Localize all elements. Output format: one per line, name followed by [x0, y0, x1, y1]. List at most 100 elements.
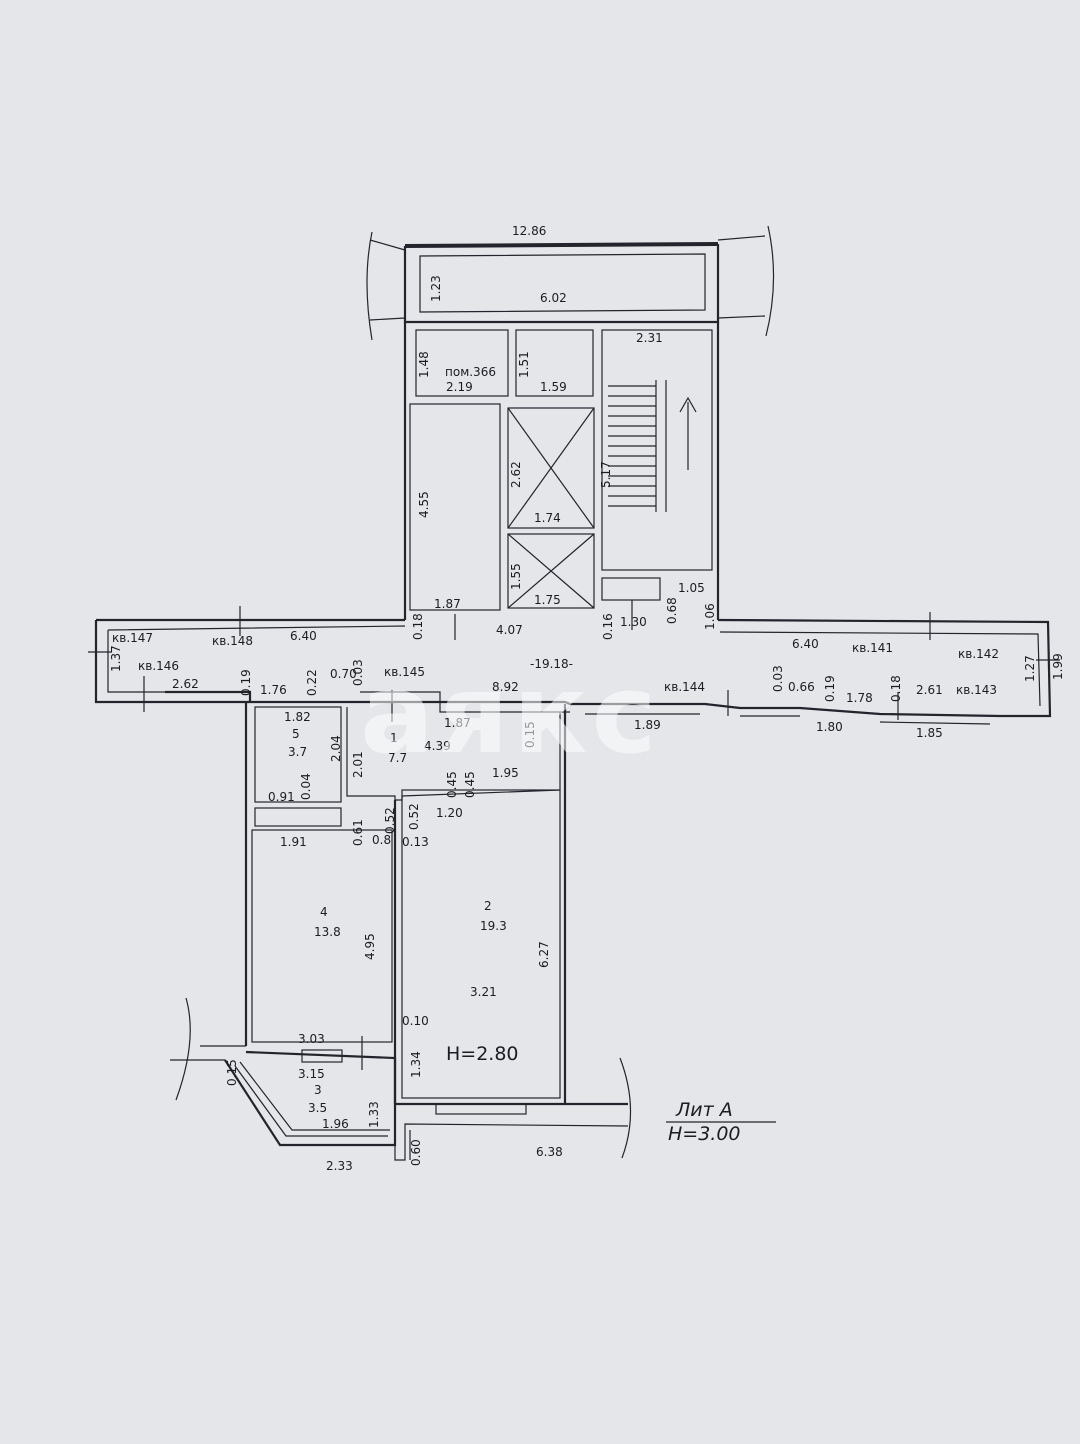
- dim-0-18-b: 0.18: [889, 675, 903, 702]
- dim-0-45-b: 0.45: [463, 771, 477, 798]
- corridor-outer: [94, 618, 1052, 718]
- stair-steps: [608, 380, 667, 512]
- core-outer-walls: [403, 322, 720, 620]
- dim-0-70: 0.70: [330, 667, 357, 681]
- dim-0-10: 0.10: [402, 1014, 429, 1028]
- top-block-walls: [366, 225, 775, 620]
- watermark-logo: аякс: [360, 650, 661, 778]
- room-2: [401, 789, 561, 1099]
- dim-0-61: 0.61: [351, 819, 365, 846]
- room-1-hall: [346, 707, 561, 801]
- elevator-1-cross: [507, 407, 595, 529]
- label-kv141: кв.141: [852, 641, 893, 655]
- dim-1-33: 1.33: [367, 1101, 381, 1128]
- dim-1-87-top: 1.87: [434, 597, 461, 611]
- label-kv145: кв.145: [384, 665, 425, 679]
- small-room: [515, 329, 594, 397]
- dim-6-38: 6.38: [536, 1145, 563, 1159]
- dim-1-89: 1.89: [634, 718, 661, 732]
- room-4-number: 4: [320, 905, 328, 919]
- room-5-number: 5: [292, 727, 300, 741]
- dim-0-19-a: 0.19: [239, 669, 253, 696]
- dim-5-17: 5.17: [599, 461, 613, 488]
- dim-12-86: 12.86: [512, 224, 546, 238]
- dim-1-99: 1.99: [1051, 653, 1065, 680]
- dim-19-18: -19.18-: [530, 657, 573, 671]
- room-5: [254, 706, 342, 803]
- room-3-number: 3: [314, 1083, 322, 1097]
- dim-1-30: 1.30: [620, 615, 647, 629]
- dim-0-52-a: 0.52: [383, 807, 397, 834]
- dim-0-18-a: 0.18: [411, 613, 425, 640]
- dim-1-48: 1.48: [417, 351, 431, 378]
- dim-1-91: 1.91: [280, 835, 307, 849]
- dim-1-76: 1.76: [260, 683, 287, 697]
- elevator-2-cross: [507, 533, 595, 609]
- dim-3-21: 3.21: [470, 985, 497, 999]
- room-4-area: 13.8: [314, 925, 341, 939]
- title-lit: Лит А: [675, 1099, 733, 1121]
- dim-1-05: 1.05: [678, 581, 705, 595]
- dim-3-15: 3.15: [298, 1067, 325, 1081]
- break-lines-bottom: [175, 997, 632, 1159]
- dim-0-15-loggia: 0.15: [225, 1059, 239, 1086]
- dim-1-51: 1.51: [517, 351, 531, 378]
- label-kv146: кв.146: [138, 659, 179, 673]
- room-4: [251, 829, 393, 1043]
- room-5-closet: [254, 807, 342, 827]
- dim-0-04: 0.04: [299, 773, 313, 800]
- room-2-number: 2: [484, 899, 492, 913]
- label-kv143: кв.143: [956, 683, 997, 697]
- stair-arrow: [679, 396, 697, 470]
- apartment-ticks: [361, 1036, 411, 1160]
- title-height: Н=3.00: [668, 1123, 741, 1145]
- dim-4-39: 4.39: [424, 739, 451, 753]
- room-1-area: 7.7: [388, 751, 407, 765]
- corridor-inner: [107, 625, 1041, 707]
- corridor-lower-wall: [165, 690, 1001, 718]
- dim-2-61: 2.61: [916, 683, 943, 697]
- dim-1-75: 1.75: [534, 593, 561, 607]
- dim-0-19-b: 0.19: [823, 675, 837, 702]
- dim-3-03: 3.03: [298, 1032, 325, 1046]
- dim-2-04: 2.04: [329, 735, 343, 762]
- corridor-walls: [88, 600, 1060, 725]
- dim-0-16: 0.16: [601, 613, 615, 640]
- elevator-shaft-2: [507, 533, 595, 609]
- dim-0-03-b: 0.03: [771, 665, 785, 692]
- elevator-shaft-1: [507, 407, 595, 529]
- label-kv144: кв.144: [664, 680, 705, 694]
- balcony-side-lines: [369, 235, 766, 321]
- room-1-number: 1: [390, 731, 398, 745]
- dim-2-62: 2.62: [509, 461, 523, 488]
- dim-0-91: 0.91: [268, 790, 295, 804]
- stair-landing: [601, 577, 661, 601]
- dimension-labels: 12.86 6.02 2.31 2.19 1.59 1.74 1.75 1.87…: [172, 224, 943, 1173]
- dim-1-27: 1.27: [1023, 655, 1037, 682]
- dim-0-13: 0.13: [402, 835, 429, 849]
- dim-2-19: 2.19: [446, 380, 473, 394]
- dim-0-15: 0.15: [523, 721, 537, 748]
- dim-6-02: 6.02: [540, 291, 567, 305]
- dim-4-95: 4.95: [363, 933, 377, 960]
- dim-1-37: 1.37: [109, 645, 123, 672]
- dim-1-55: 1.55: [509, 563, 523, 590]
- dim-1-82: 1.82: [284, 710, 311, 724]
- dim-1-34: 1.34: [409, 1051, 423, 1078]
- stairwell: [601, 329, 713, 571]
- dim-1-85: 1.85: [916, 726, 943, 740]
- label-kv148: кв.148: [212, 634, 253, 648]
- balcony-walls: [403, 244, 720, 324]
- dim-8-92: 8.92: [492, 680, 519, 694]
- dim-4-07: 4.07: [496, 623, 523, 637]
- room-366: [415, 329, 509, 397]
- room-5-area: 3.7: [288, 745, 307, 759]
- apartment-bottom-lines: [170, 1045, 629, 1161]
- dim-2-62-b: 2.62: [172, 677, 199, 691]
- tall-room: [409, 403, 501, 611]
- dimension-ticks: [88, 600, 1060, 722]
- dim-0-60: 0.60: [409, 1139, 423, 1166]
- dim-1-74: 1.74: [534, 511, 561, 525]
